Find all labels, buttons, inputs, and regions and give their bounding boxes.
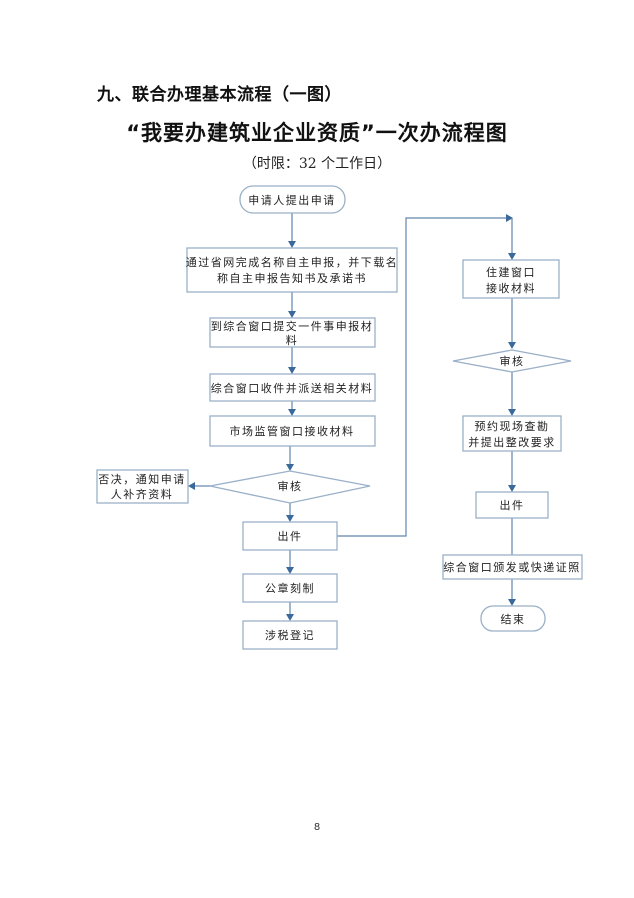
node-dispatch-materials-label: 综合窗口收件并派送相关材料 (211, 381, 374, 395)
node-housing-window-line2: 接收材料 (486, 281, 536, 295)
node-tax-registration: 涉税登记 (242, 620, 338, 650)
connector-issue-to-right-column (337, 217, 508, 537)
node-submit-materials-line2: 料 (286, 333, 299, 347)
arrow-head (508, 253, 516, 260)
arrow-head (508, 342, 516, 349)
node-submit-materials: 到综合窗口提交一件事申报材 料 (209, 317, 376, 348)
node-dispatch-materials: 综合窗口收件并派送相关材料 (209, 373, 376, 402)
arrow-head (286, 614, 294, 621)
arrow-head (286, 567, 294, 574)
node-seal-engraving-label: 公章刻制 (265, 581, 315, 595)
arrow-head (508, 599, 516, 606)
node-name-declaration-line1: 通过省网完成名称自主申报，并下载名 (186, 255, 399, 269)
node-end-label: 结束 (501, 613, 526, 626)
node-start: 申请人提出申请 (239, 185, 346, 214)
node-site-survey: 预约现场查勘 并提出整改要求 (462, 415, 562, 452)
connectors (188, 213, 516, 621)
node-issue-right: 出件 (475, 491, 549, 519)
page-number: 8 (313, 822, 321, 833)
node-end: 结束 (480, 605, 546, 632)
node-issue-left: 出件 (242, 521, 338, 551)
arrow-head (508, 409, 516, 416)
arrow-head (508, 485, 516, 492)
arrow-head (288, 241, 296, 248)
node-reject-notice-line1: 否决，通知申请 (98, 472, 186, 486)
node-site-survey-line2: 并提出整改要求 (468, 435, 556, 449)
arrow-head (286, 515, 294, 522)
node-name-declaration-line2: 称自主申报告知书及承诺书 (217, 271, 367, 285)
node-review-decision: 审核 (209, 470, 371, 504)
node-review-decision-right: 审核 (452, 349, 572, 373)
node-issue-right-label: 出件 (500, 498, 525, 512)
node-issue-left-label: 出件 (278, 529, 303, 543)
arrow-head (188, 482, 195, 490)
node-submit-materials-line1: 到综合窗口提交一件事申报材 (211, 319, 374, 333)
arrow-head (288, 311, 296, 318)
node-site-survey-line1: 预约现场查勘 (475, 419, 550, 433)
node-reject-notice: 否决，通知申请 人补齐资料 (96, 469, 189, 504)
node-name-declaration: 通过省网完成名称自主申报，并下载名 称自主申报告知书及承诺书 (186, 247, 399, 293)
node-reject-notice-line2: 人补齐资料 (111, 487, 174, 501)
section-title: 九、联合办理基本流程（一图） (97, 85, 342, 105)
arrow-head (286, 464, 294, 471)
node-review-decision-right-label: 审核 (500, 354, 525, 368)
node-review-decision-label: 审核 (278, 479, 303, 493)
node-tax-registration-label: 涉税登记 (265, 628, 315, 642)
time-limit-subtitle: （时限：32 个工作日） (242, 156, 392, 172)
node-market-window-label: 市场监管窗口接收材料 (230, 424, 355, 438)
node-deliver-certificate: 综合窗口颁发或快递证照 (442, 554, 583, 580)
node-deliver-certificate-label: 综合窗口颁发或快递证照 (443, 560, 581, 574)
arrow-head (288, 409, 296, 416)
node-seal-engraving: 公章刻制 (242, 573, 338, 603)
flowchart-title: “我要办建筑业企业资质”一次办流程图 (126, 121, 508, 145)
node-market-window: 市场监管窗口接收材料 (209, 415, 376, 447)
node-housing-window-line1: 住建窗口 (486, 265, 536, 279)
node-housing-window: 住建窗口 接收材料 (462, 259, 560, 299)
arrow-head (506, 214, 513, 222)
node-start-label: 申请人提出申请 (248, 193, 336, 207)
arrow-head (288, 367, 296, 374)
